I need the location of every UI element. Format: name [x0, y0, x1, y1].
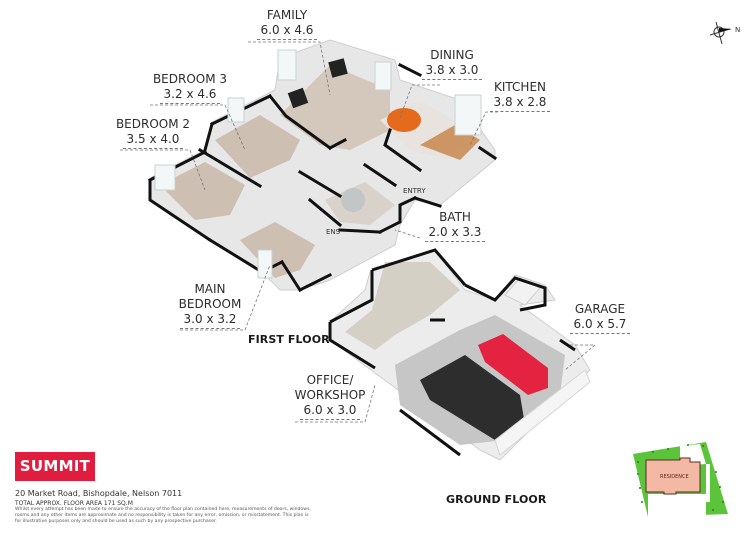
- room-label-family: FAMILY 6.0 x 4.6: [247, 8, 327, 40]
- room-name: FAMILY: [266, 8, 308, 22]
- room-name-line1: OFFICE/: [306, 373, 354, 387]
- room-label-main-bedroom: MAIN BEDROOM 3.0 x 3.2: [175, 282, 245, 329]
- disclaimer-text: Whilst every attempt has been made to en…: [15, 507, 311, 524]
- room-name: GARAGE: [574, 302, 626, 316]
- room-label-office-workshop: OFFICE/ WORKSHOP 6.0 x 3.0: [290, 373, 370, 420]
- room-label-bath: BATH 2.0 x 3.3: [415, 210, 495, 242]
- room-label-kitchen: KITCHEN 3.8 x 2.8: [480, 80, 560, 112]
- room-dims: 6.0 x 5.7: [569, 317, 631, 334]
- brand-logo: SUMMIT: [15, 452, 95, 481]
- room-dims: 3.5 x 4.0: [122, 132, 184, 149]
- property-address: 20 Market Road, Bishopdale, Nelson 7011: [15, 489, 183, 498]
- room-name: BEDROOM 2: [115, 117, 191, 131]
- north-compass-icon: N: [709, 21, 740, 45]
- room-dims: 6.0 x 3.0: [299, 403, 361, 420]
- first-floor-plan: [147, 39, 498, 293]
- room-label-bedroom-2: BEDROOM 2 3.5 x 4.0: [108, 117, 198, 149]
- room-dims: 3.2 x 4.6: [159, 87, 221, 104]
- ground-floor-plan: [328, 248, 591, 461]
- room-name: KITCHEN: [494, 80, 546, 94]
- ensuite-tag: ENS: [326, 228, 341, 236]
- compass-north-label: N: [735, 26, 740, 34]
- room-name: BEDROOM 3: [152, 72, 228, 86]
- room-label-dining: DINING 3.8 x 3.0: [412, 48, 492, 80]
- room-name-line1: MAIN: [194, 282, 226, 296]
- site-plan-thumbnail: RESIDENCE: [633, 442, 728, 517]
- room-dims: 6.0 x 4.6: [256, 23, 318, 40]
- room-label-garage: GARAGE 6.0 x 5.7: [565, 302, 635, 334]
- ground-floor-title: GROUND FLOOR: [446, 493, 547, 506]
- site-residence-label: RESIDENCE: [660, 474, 689, 480]
- first-floor-title: FIRST FLOOR: [248, 333, 330, 346]
- total-floor-area: TOTAL APPROX. FLOOR AREA 171 SQ.M: [15, 500, 133, 507]
- room-dims: 2.0 x 3.3: [424, 225, 486, 242]
- room-name: BATH: [439, 210, 471, 224]
- room-name-line2: WORKSHOP: [294, 388, 366, 402]
- room-dims: 3.8 x 3.0: [421, 63, 483, 80]
- room-name: DINING: [430, 48, 474, 62]
- room-dims: 3.8 x 2.8: [489, 95, 551, 112]
- room-label-bedroom-3: BEDROOM 3 3.2 x 4.6: [145, 72, 235, 104]
- room-dims: 3.0 x 3.2: [179, 312, 241, 329]
- entry-tag: ENTRY: [403, 187, 426, 195]
- room-name-line2: BEDROOM: [178, 297, 242, 311]
